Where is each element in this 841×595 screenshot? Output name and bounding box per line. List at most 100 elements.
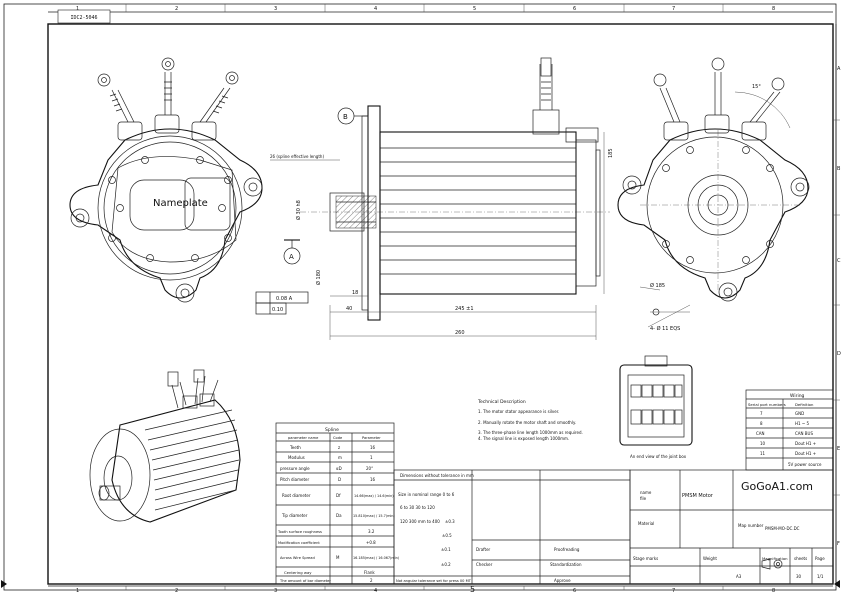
col-marker: 4 [374, 6, 377, 12]
dim-shaft-length: 40 [346, 306, 352, 312]
spline-cell: Modification coefficient [278, 541, 320, 545]
tolerance-title: Dimensions without tolerance in mm [400, 473, 474, 478]
wiring-header: Definition [795, 402, 814, 407]
title-sheet-value: 30 [796, 574, 802, 579]
tolerance-range: 120 300 mm to 400 [400, 519, 440, 524]
title-block: name file PMSM Motor GoGoA1.com Material… [629, 469, 834, 585]
dim-shaft-note: 26 (spline effective length) [270, 154, 324, 159]
spline-cell: The amount of bar diameter [279, 579, 331, 583]
col-marker: 7 [672, 588, 675, 594]
front-view: Nameplate A [69, 57, 309, 315]
col-marker: 3 [274, 588, 277, 594]
spline-cell: 16.185(max) / 16.067(min) [353, 556, 400, 560]
tolerance-value: ±0.2 [441, 562, 451, 567]
wiring-cell: 5V power source [788, 462, 822, 467]
col-marker: 1 [76, 588, 79, 594]
row-marker: C [837, 258, 841, 264]
row-marker: D [837, 351, 841, 357]
spline-cell: 16 [370, 477, 376, 482]
tolerance-block: Dimensions without tolerance in mm Size … [393, 469, 631, 585]
title-file-label: file [640, 496, 647, 501]
dim-pilot-diameter: Ø 180 [315, 270, 322, 285]
technical-description: Technical Description 1. The motor stato… [477, 399, 583, 441]
wiring-cell: 8 [760, 421, 763, 426]
col-marker: 8 [772, 588, 775, 594]
col-marker: 2 [175, 588, 178, 594]
title-page-label: Page [815, 556, 825, 561]
wiring-title: Wiring [790, 393, 805, 399]
dim-hole: 4- Ø 11 EQS [650, 325, 680, 332]
spline-cell: pressure angle [280, 466, 310, 471]
row-marker: B [837, 166, 841, 172]
wiring-cell: 7 [760, 411, 763, 416]
spline-cell: z [338, 445, 340, 450]
approval-cell: Approve [554, 578, 571, 583]
spline-cell: D [338, 477, 341, 482]
approval-cell: Checker [476, 562, 493, 567]
tolerance-range: Size in nominal range 0 to 6 [398, 492, 455, 497]
dim-shaft-diameter: Ø 30 h8 [295, 200, 302, 220]
tolerance-value: ±0.3 [445, 519, 455, 524]
title-sheets-label: sheets [794, 556, 807, 561]
row-marker: E [837, 446, 840, 452]
dim-pcd: Ø 185 [650, 282, 665, 289]
dim-angle: 15° [752, 84, 761, 90]
spline-cell: Root diameter [282, 493, 311, 498]
datum-a-label: A [289, 253, 294, 261]
spline-title: Spline [325, 427, 339, 433]
title-page-value: 1/1 [817, 574, 824, 579]
spline-cell: Across Wire Spread [280, 556, 315, 560]
title-stage-label: Stage marks [633, 556, 658, 561]
spline-cell: 2 [370, 578, 373, 583]
spline-cell: Flank [364, 570, 375, 575]
tolerance-range: 6 to 30 30 to 120 [400, 505, 435, 510]
title-ratio-label: Magnification [762, 556, 788, 561]
tolerance-position: 0.08 A [276, 296, 293, 302]
tech-title: Technical Description [477, 399, 526, 405]
spline-cell: Teeth [289, 445, 301, 450]
spline-cell: αD [336, 466, 342, 471]
title-weight-label: Weight [703, 556, 717, 561]
col-marker: 2 [175, 6, 178, 12]
connector-caption: An end view of the joint box [630, 454, 687, 459]
spline-cell: 14.66(max) / 14.6(min) [354, 494, 394, 498]
col-marker: 1 [76, 6, 79, 12]
spline-cell: 16 [370, 445, 376, 450]
dim-overall-length: 260 [455, 330, 465, 336]
spline-cell: +0.8 [366, 540, 376, 545]
spline-cell: Pitch diameter [280, 477, 309, 482]
connector-end-view: An end view of the joint box [619, 355, 693, 459]
tech-item: 3. The three-phase line length 1000mm as… [478, 430, 583, 435]
projection-symbol-icon [761, 558, 783, 570]
spline-cell: m [338, 455, 342, 460]
nameplate-label: Nameplate [153, 198, 208, 209]
spline-table: Spline parameter name Code Parameter Tee… [275, 422, 400, 585]
spline-cell: 20° [366, 466, 373, 471]
tech-item: 1. The motor stator appearance is silver… [478, 409, 559, 414]
title-map-label: Map number [738, 523, 764, 528]
row-marker: F [837, 541, 840, 547]
approval-cell: Proofreading [554, 547, 580, 552]
tolerance-angle-note: Not angular tolerance set for press 00 M… [396, 579, 472, 583]
approval-cell: Drafter [476, 547, 491, 552]
wiring-cell: CAN [756, 431, 765, 436]
tech-item: 2. Manually rotate the motor shaft and s… [478, 420, 576, 425]
isometric-view [89, 369, 241, 523]
col-marker: 6 [573, 588, 576, 594]
title-size: A3 [736, 574, 742, 579]
tolerance-value: ±0.5 [442, 533, 452, 538]
wiring-cell: H1 ~ 5 [795, 421, 809, 426]
datum-b-label: B [343, 113, 348, 121]
wiring-cell: Dout H1 + [795, 451, 816, 456]
col-marker: 7 [672, 6, 675, 12]
col-marker: 6 [573, 6, 576, 12]
spline-cell: 15.810(max) / 15.7(min) [353, 514, 395, 518]
drawing-number-box [57, 9, 111, 24]
spline-cell: Tip diameter [281, 513, 308, 518]
col-marker: 5 [470, 585, 475, 594]
row-marker: A [837, 66, 841, 72]
dim-offset: 18 [352, 290, 358, 296]
tech-item: 4. The signal line is exposed length 100… [478, 436, 569, 441]
side-view: B 245 ±1 260 40 18 26 (spline effective … [270, 57, 614, 340]
